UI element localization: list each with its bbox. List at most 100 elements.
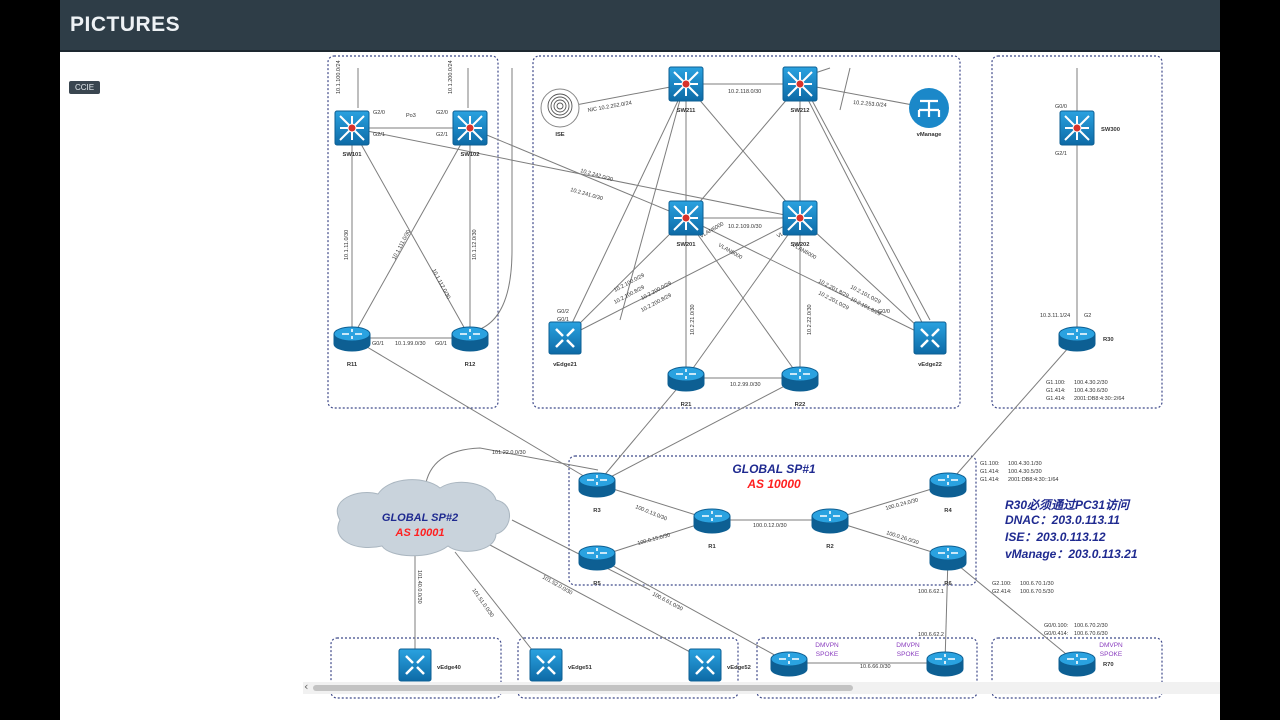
link-label: G2/0 (373, 110, 385, 116)
r30-if-label: G1.414: (1046, 388, 1066, 394)
r30-router-icon[interactable] (1058, 326, 1096, 352)
r4-if-value: 2001:DB8:4:30::1/64 (1008, 477, 1058, 483)
link-label: G2/1 (436, 132, 448, 138)
sp2-cloud: GLOBAL SP#2 AS 10001 (336, 479, 510, 557)
r11-router-icon[interactable] (333, 326, 371, 352)
link-sw102-sw201 (469, 127, 687, 219)
sw211-switch-icon[interactable] (668, 66, 704, 102)
r4-if-label: G1.414: (980, 469, 1000, 475)
sw300-label: SW300 (1101, 127, 1120, 133)
link-r3-r1 (596, 483, 713, 521)
sp2-r3-line (424, 447, 599, 489)
link-sw212-sw201 (685, 83, 801, 219)
link-r21-r3 (596, 377, 687, 485)
sw212-label: SW212 (790, 108, 809, 114)
spoke2-router-icon[interactable] (926, 651, 964, 677)
scrollbar-thumb[interactable] (313, 685, 853, 691)
link-label: G0/1 (372, 341, 384, 347)
vedge21-label: vEdge21 (553, 362, 578, 368)
sw300-switch-icon[interactable] (1059, 110, 1095, 146)
r21-router-icon[interactable] (667, 366, 705, 392)
sw101-label: SW101 (342, 152, 362, 158)
sp2-vedge52-line (489, 544, 706, 661)
r5-label: R5 (593, 581, 601, 587)
vmanage-label: vManage (917, 132, 943, 138)
dmvpn-label: DMVPN (1099, 642, 1123, 649)
link-label: 10.3.11.1/24 (1040, 313, 1070, 319)
r12-label: R12 (465, 362, 476, 368)
link-label: G0/2 (557, 309, 569, 315)
link-label: G2/0 (436, 110, 448, 116)
link-r4-r30 (947, 337, 1078, 485)
r30-if-value: 100.4.30.6/30 (1074, 388, 1108, 394)
vedge22-label: vEdge22 (918, 362, 942, 368)
link-label: 101.40.0.0/30 (416, 570, 422, 604)
sp1-name: GLOBAL SP#1 (732, 462, 815, 476)
r21-label: R21 (681, 402, 692, 408)
vedge52-vedge-icon[interactable] (688, 648, 722, 682)
r22-router-icon[interactable] (781, 366, 819, 392)
ise-ise-icon[interactable] (540, 88, 580, 128)
r1-router-icon[interactable] (693, 508, 731, 534)
sw101-switch-icon[interactable] (334, 110, 370, 146)
link-label: 10.2.118.0/30 (728, 89, 761, 95)
r30-if-value: 2001:DB8:4:30::2/64 (1074, 396, 1124, 402)
link-sw101-sw202 (351, 127, 801, 219)
site-box-2 (532, 55, 961, 409)
note-line: DNAC：203.0.113.11 (1005, 513, 1120, 527)
r70-label: R70 (1103, 662, 1114, 668)
link-sw202-vedge22 (799, 217, 931, 339)
link-sw212-vmanage (799, 83, 930, 109)
note-line: R30必须通过PC31访问 (1005, 498, 1131, 512)
sp1-as: AS 10000 (746, 477, 801, 491)
app-window: PICTURES CCIE (60, 0, 1220, 720)
horizontal-scrollbar[interactable]: ‹ (303, 680, 1220, 694)
r4-router-icon[interactable] (929, 472, 967, 498)
vedge21-vedge-icon[interactable] (548, 321, 582, 355)
link-label: G0/0 (1055, 104, 1067, 110)
vedge51-vedge-icon[interactable] (529, 648, 563, 682)
vedge40-label: vEdge40 (437, 665, 461, 671)
uplink-line (619, 77, 687, 321)
r12-router-icon[interactable] (451, 326, 489, 352)
scroll-left-icon[interactable]: ‹ (304, 680, 309, 693)
vedge22-vedge-icon[interactable] (913, 321, 947, 355)
r5-router-icon[interactable] (578, 545, 616, 571)
vmanage-vmanage-icon[interactable] (909, 88, 949, 128)
sw102-switch-icon[interactable] (452, 110, 488, 146)
link-r5-spoke1 (596, 556, 790, 664)
link-label: 10.2.99.0/30 (730, 382, 761, 388)
ise-label: ISE (555, 132, 564, 138)
r6-if-value: 100.6.70.5/30 (1020, 589, 1054, 595)
link-label: 10.1.12.0/30 (472, 229, 478, 260)
r4-if-label: G1.414: (980, 477, 1000, 483)
link-label: 100.0.15.0/30 (637, 532, 671, 547)
link-sw201-vedge22 (685, 217, 931, 339)
link-label: 10.1.112.0/30 (430, 268, 451, 300)
link-label: Po3 (406, 113, 416, 119)
sw201-switch-icon[interactable] (668, 200, 704, 236)
header-bar: PICTURES (60, 0, 1220, 52)
r70-router-icon[interactable] (1058, 651, 1096, 677)
sw212-switch-icon[interactable] (782, 66, 818, 102)
ccie-tag[interactable]: CCIE (69, 81, 101, 94)
sw202-switch-icon[interactable] (782, 200, 818, 236)
r3-label: R3 (593, 508, 601, 514)
link-label: 10.2.253.0/24 (853, 100, 887, 109)
link-label: G0/1 (557, 317, 569, 323)
link-sw202-r21 (685, 217, 801, 379)
vedge40-vedge-icon[interactable] (398, 648, 432, 682)
sw202-label: SW202 (790, 242, 809, 248)
link-label: 10.1.200.0/24 (448, 60, 454, 94)
r2-label: R2 (826, 544, 833, 550)
link-label: 10.1.100.0/24 (336, 60, 342, 94)
r3-router-icon[interactable] (578, 472, 616, 498)
r2-router-icon[interactable] (811, 508, 849, 534)
r6-router-icon[interactable] (929, 545, 967, 571)
spoke1-router-icon[interactable] (770, 651, 808, 677)
vedge51-label: vEdge51 (568, 665, 593, 671)
r70-if-label: G0/0.414: (1044, 631, 1069, 637)
link-r22-r3 (596, 377, 801, 485)
r1-label: R1 (708, 544, 716, 550)
link-ise-sw211 (559, 83, 687, 109)
